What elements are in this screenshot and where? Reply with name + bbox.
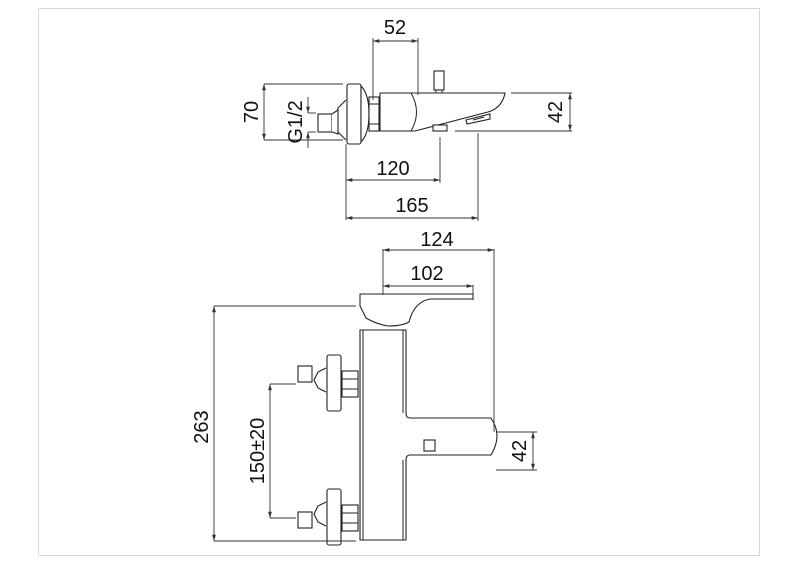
dim-52-label: 52	[384, 17, 406, 39]
drawing-frame	[38, 8, 760, 556]
coupling-nut	[368, 96, 380, 132]
lower-cone	[313, 501, 327, 527]
dim-42-front-label: 42	[509, 440, 531, 462]
upper-nut	[297, 365, 313, 383]
diverter-square	[423, 439, 436, 452]
lower-flange	[326, 488, 342, 546]
upper-inlet	[297, 354, 359, 412]
flange-bevel	[360, 84, 370, 144]
lower-inlet	[297, 488, 359, 546]
upper-hex-nut	[341, 370, 359, 398]
diverter-knob	[433, 70, 445, 91]
dim-120-label: 120	[376, 158, 409, 180]
body-curve	[410, 92, 417, 132]
shower-outlet	[432, 124, 448, 132]
dim-165-label: 165	[395, 195, 428, 217]
dim-150-label: 150±20	[247, 418, 269, 485]
dim-70-label: 70	[241, 101, 263, 123]
mixer-body	[359, 329, 498, 541]
dim-263-label: 263	[191, 410, 213, 443]
lower-nut	[297, 511, 313, 529]
dim-thread-label: G1/2	[285, 100, 307, 143]
top-view: 52 70 G1/2 42 120 165	[241, 17, 572, 221]
dim-42-top-label: 42	[545, 101, 567, 123]
upper-cone	[313, 367, 327, 393]
wall-flange	[346, 83, 362, 145]
lower-hex-nut	[341, 504, 359, 532]
inlet-neck	[331, 108, 339, 135]
dim-102-label: 102	[410, 263, 443, 285]
front-view: 124 102 263 150±20 42	[191, 229, 537, 546]
upper-flange	[326, 354, 342, 412]
inlet-nut	[317, 113, 333, 133]
spout-plate	[359, 293, 474, 327]
dim-124-label: 124	[420, 229, 453, 251]
